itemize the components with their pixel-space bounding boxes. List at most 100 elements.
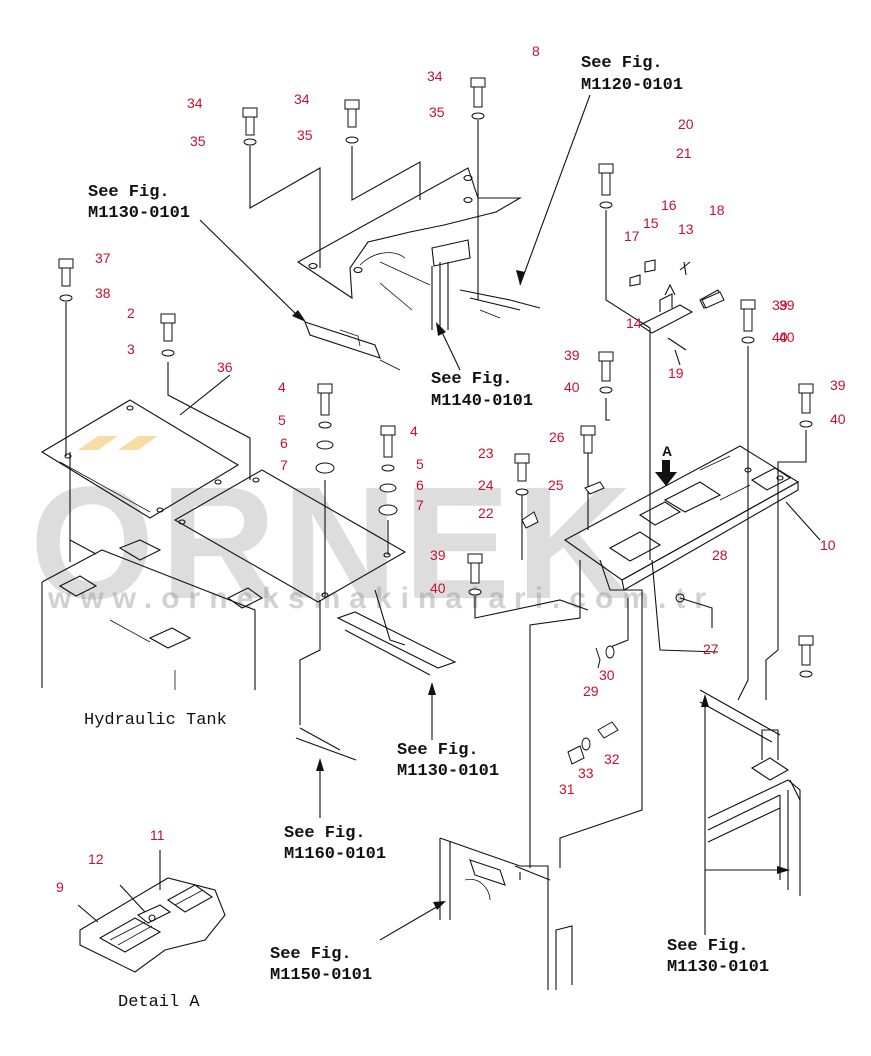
washer-icon [345, 136, 359, 144]
part-number: 12 [88, 851, 104, 867]
bolt-icon [58, 258, 74, 287]
part-number: 32 [604, 751, 620, 767]
part-number: 8 [532, 43, 540, 59]
part-number: 30 [599, 667, 615, 683]
bolt-icon [740, 299, 756, 332]
svg-text:M1130-0101: M1130-0101 [667, 958, 769, 977]
part-number: 39 [830, 377, 846, 393]
part-number: 20 [678, 116, 694, 132]
part-number: 3 [127, 341, 135, 357]
svg-text:See Fig.: See Fig. [667, 937, 749, 956]
part-number: 5 [416, 456, 424, 472]
part-number: 35 [190, 133, 206, 149]
watermark: ORNEK www.orneksmakinalari.com.tr [30, 436, 706, 632]
svg-text:See Fig.: See Fig. [397, 741, 479, 760]
bolt-icon [701, 291, 725, 309]
part-number: 2 [127, 305, 135, 321]
part-number: 5 [278, 412, 286, 428]
part-number: 36 [217, 359, 233, 375]
part-number: 14 [626, 315, 642, 331]
part-number: 33 [578, 765, 594, 781]
part-number: 31 [559, 781, 575, 797]
bolt-icon [580, 425, 596, 454]
washer-icon [468, 588, 482, 596]
figure-references: See Fig. M1130-0101 See Fig. M1120-0101 … [88, 54, 769, 985]
part-number: 39 [772, 297, 788, 313]
part-number: 35 [429, 104, 445, 120]
washer-icon [379, 483, 397, 493]
washer-icon [799, 670, 813, 678]
part-number: 13 [678, 221, 694, 237]
bolt-icon [598, 163, 614, 196]
part-number: 19 [668, 365, 684, 381]
washer-icon [316, 440, 334, 450]
bracket-icon [567, 745, 585, 765]
part-number: 16 [661, 197, 677, 213]
washer-icon [318, 421, 332, 429]
svg-text:See Fig.: See Fig. [581, 54, 663, 73]
reference-m1120: See Fig. M1120-0101 [581, 54, 683, 95]
washer-icon [161, 349, 175, 357]
part-number: 37 [95, 250, 111, 266]
part-number: 15 [643, 215, 659, 231]
reference-m1160: See Fig. M1160-0101 [284, 824, 386, 864]
bolt-icon [798, 383, 814, 414]
part-number: 34 [187, 95, 203, 111]
part-number: 26 [549, 429, 565, 445]
fasteners [58, 77, 814, 765]
view-arrow-label: A [662, 443, 672, 459]
part-number: 27 [703, 641, 719, 657]
part-number: 38 [95, 285, 111, 301]
svg-text:M1160-0101: M1160-0101 [284, 845, 386, 864]
part-number: 40 [779, 329, 795, 345]
svg-text:See Fig.: See Fig. [270, 945, 352, 964]
part-number: 4 [410, 423, 418, 439]
svg-text:M1130-0101: M1130-0101 [397, 762, 499, 781]
washer-icon [515, 488, 529, 496]
washer-icon [59, 294, 73, 302]
watermark-accent-right-icon [118, 436, 158, 450]
washer-icon [799, 420, 813, 428]
bolt-icon [317, 383, 333, 416]
hydraulic-tank-caption: Hydraulic Tank [84, 711, 227, 730]
clip-icon [521, 511, 539, 529]
washer-icon [599, 386, 613, 394]
part-number: 39 [779, 297, 795, 313]
bolt-icon [467, 553, 483, 584]
detail-a-caption: Detail A [118, 993, 200, 1012]
part-number: 34 [427, 68, 443, 84]
part-number: 9 [56, 879, 64, 895]
part-number: 22 [478, 505, 494, 521]
bolt-icon [380, 425, 396, 458]
svg-text:See Fig.: See Fig. [431, 370, 513, 389]
part-number: 10 [820, 537, 836, 553]
svg-text:See Fig.: See Fig. [88, 183, 170, 202]
part-number: 34 [294, 91, 310, 107]
part-number: 11 [150, 827, 165, 843]
bolt-icon [798, 635, 814, 666]
bolt-icon [470, 77, 486, 108]
part-number: 40 [772, 329, 788, 345]
part-number: 29 [583, 683, 599, 699]
part-number: 40 [430, 580, 446, 596]
washer-icon [599, 201, 613, 209]
reference-m1130-bottom-right: See Fig. M1130-0101 [667, 937, 769, 977]
part-number: 4 [278, 379, 286, 395]
part-number: 21 [676, 145, 692, 161]
bolt-icon [597, 721, 619, 739]
clip-icon [584, 481, 605, 495]
bolt-icon [344, 99, 360, 128]
part-number: 18 [709, 202, 725, 218]
reference-m1140: See Fig. M1140-0101 [431, 370, 533, 411]
reference-m1130-center: See Fig. M1130-0101 [397, 741, 499, 781]
part-number: 28 [712, 547, 728, 563]
part-number: 24 [478, 477, 494, 493]
part-number: 7 [416, 497, 424, 513]
svg-text:M1150-0101: M1150-0101 [270, 966, 372, 985]
svg-text:M1120-0101: M1120-0101 [581, 76, 683, 95]
bolt-icon [242, 107, 258, 136]
pin-icon [595, 647, 601, 669]
reference-m1130-top-left: See Fig. M1130-0101 [88, 183, 190, 223]
part-number: 25 [548, 477, 564, 493]
part-number: 40 [830, 411, 846, 427]
